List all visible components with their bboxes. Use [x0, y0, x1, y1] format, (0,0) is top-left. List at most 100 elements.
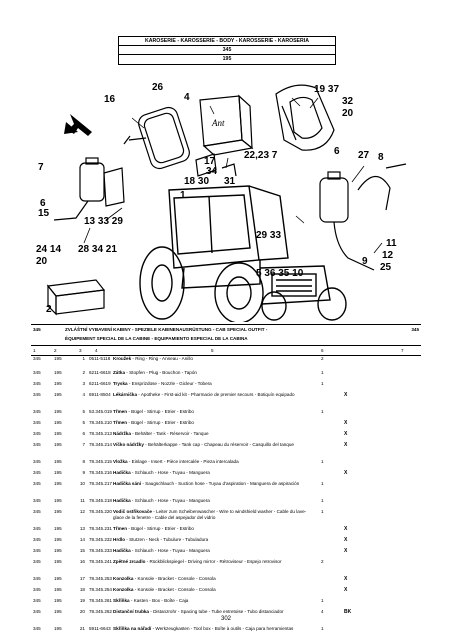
- callout-label: 26: [152, 82, 164, 93]
- row-description: Zátka - Stopfen - Plug - Bouchon - Tapón: [113, 370, 313, 376]
- row-quantity: 1: [321, 481, 324, 486]
- row-description: Hadička - Schlauch - Hose - Tuyau - Mang…: [113, 470, 313, 476]
- row-group: 345: [33, 356, 41, 361]
- row-quantity: 1: [321, 370, 324, 375]
- row-description-czech: Distanční trubka: [113, 609, 149, 614]
- row-subgroup: 195: [54, 381, 62, 386]
- row-quantity: 1: [321, 509, 324, 514]
- row-group: 345: [33, 481, 41, 486]
- row-description-translations: - Werkzeugkasten - Tool box - Boîte à ou…: [151, 626, 294, 631]
- tool-box-drawing: [46, 279, 106, 316]
- row-description-translations: - Kasten - Box - Boîte - Caja: [129, 598, 189, 603]
- row-description-czech: Třmen: [113, 420, 128, 425]
- row-position: 13: [79, 526, 85, 531]
- row-part-number: 78.345.217: [89, 481, 112, 486]
- row-subgroup: 195: [54, 526, 62, 531]
- callout-label: 28 34 21: [78, 244, 117, 255]
- row-description: Skříňka - Kasten - Box - Boîte - Caja: [113, 598, 313, 604]
- callout-label: 6: [40, 198, 46, 209]
- row-remark: X: [344, 576, 348, 582]
- row-part-number: 78.345.233: [89, 548, 112, 553]
- row-part-number: 78.345.254: [89, 587, 112, 592]
- row-description-translations: - Bügel - Stirrup - Etrier - Estribo: [127, 409, 194, 414]
- row-subgroup: 195: [54, 576, 62, 581]
- row-subgroup: 195: [54, 481, 62, 486]
- row-description-czech: Hadička sání: [113, 481, 142, 486]
- section-code-right: 345: [411, 327, 419, 332]
- row-remark: X: [344, 442, 348, 448]
- row-description-czech: Kroužek: [113, 356, 132, 361]
- row-position: 7: [82, 442, 85, 447]
- row-subgroup: 195: [54, 609, 62, 614]
- row-description-translations: - Distanzrohr - Spacing tube - Tube entr…: [149, 609, 284, 614]
- row-description-translations: - Stopfen - Plug - Bouchon - Tapón: [125, 370, 197, 375]
- row-description: Distanční trubka - Distanzrohr - Spacing…: [113, 609, 313, 615]
- row-part-number: 78.345.218: [89, 498, 112, 503]
- row-description-czech: Hrdlo: [113, 537, 125, 542]
- row-quantity: 1: [321, 498, 324, 503]
- row-part-number: 6911-8504: [89, 392, 111, 397]
- callout-label: 13 33 29: [84, 216, 123, 227]
- row-position: 5: [82, 409, 85, 414]
- row-description-czech: Víčko nádržky: [113, 442, 144, 447]
- catalog-header-group-number: 345: [118, 45, 336, 55]
- row-subgroup: 195: [54, 509, 62, 514]
- row-part-number: 6211-6619: [89, 381, 111, 386]
- row-description-translations: - Schlauch - Hose - Tuyau - Manguera: [130, 470, 210, 475]
- catalog-header-group: KAROSERIE - KAROSSERIE - BODY - KAROSSER…: [118, 36, 336, 46]
- row-position: 5: [82, 420, 85, 425]
- row-description-czech: Zátka: [113, 370, 126, 375]
- callout-label: 9: [362, 256, 368, 267]
- row-position: 20: [79, 609, 85, 614]
- row-description-czech: Lékárnička: [113, 392, 138, 397]
- callout-label: 29 33: [256, 230, 281, 241]
- row-subgroup: 195: [54, 370, 62, 375]
- row-subgroup: 195: [54, 392, 62, 397]
- row-part-number: 78.345.231: [89, 526, 112, 531]
- callout-label: 7: [38, 162, 44, 173]
- callout-label: 22,23 7: [244, 150, 278, 161]
- row-description-translations: - Konsole - Bracket - Console - Consola: [133, 587, 216, 592]
- row-position: 3: [82, 381, 85, 386]
- row-description-translations: - Behälterkappe - Tank cap - Chapeau du …: [143, 442, 294, 447]
- svg-text:Ant: Ant: [211, 118, 225, 128]
- row-part-number: 78.345.253: [89, 576, 112, 581]
- row-position: 16: [79, 559, 85, 564]
- column-header: 5: [211, 348, 214, 353]
- callout-label: 24 14: [36, 244, 61, 255]
- row-group: 345: [33, 626, 41, 631]
- row-part-number: 78.345.241: [89, 559, 112, 564]
- overhead-box-drawing: [275, 84, 335, 151]
- row-description-translations: - Schlauch - Hose - Tuyau - Manguera: [130, 498, 210, 503]
- row-subgroup: 195: [54, 356, 62, 361]
- row-quantity: 1: [321, 598, 324, 603]
- row-group: 345: [33, 537, 41, 542]
- row-group: 345: [33, 587, 41, 592]
- row-description: Hadička - Schlauch - Hose - Tuyau - Mang…: [113, 548, 313, 554]
- row-remark: X: [344, 470, 348, 476]
- row-part-number: 0511-5118: [89, 356, 111, 361]
- washer-tank-left-drawing: [53, 157, 125, 221]
- callout-label: 31: [224, 176, 236, 187]
- row-group: 345: [33, 498, 41, 503]
- row-position: 8: [82, 459, 85, 464]
- row-description: Hadička - Schlauch - Hose - Tuyau - Mang…: [113, 498, 313, 504]
- washer-tank-right-drawing: [319, 163, 407, 271]
- row-quantity: 4: [321, 609, 324, 614]
- row-remark: X: [344, 392, 348, 398]
- row-subgroup: 195: [54, 409, 62, 414]
- row-quantity: 2: [321, 559, 324, 564]
- row-part-number: 78.345.262: [89, 609, 112, 614]
- callout-label: 8: [378, 152, 384, 163]
- row-group: 345: [33, 609, 41, 614]
- row-description-translations: - Schlauch - Hose - Tuyau - Manguera: [130, 548, 210, 553]
- section-code-left: 345: [33, 327, 41, 332]
- row-description-czech: Skříňka: [113, 598, 130, 603]
